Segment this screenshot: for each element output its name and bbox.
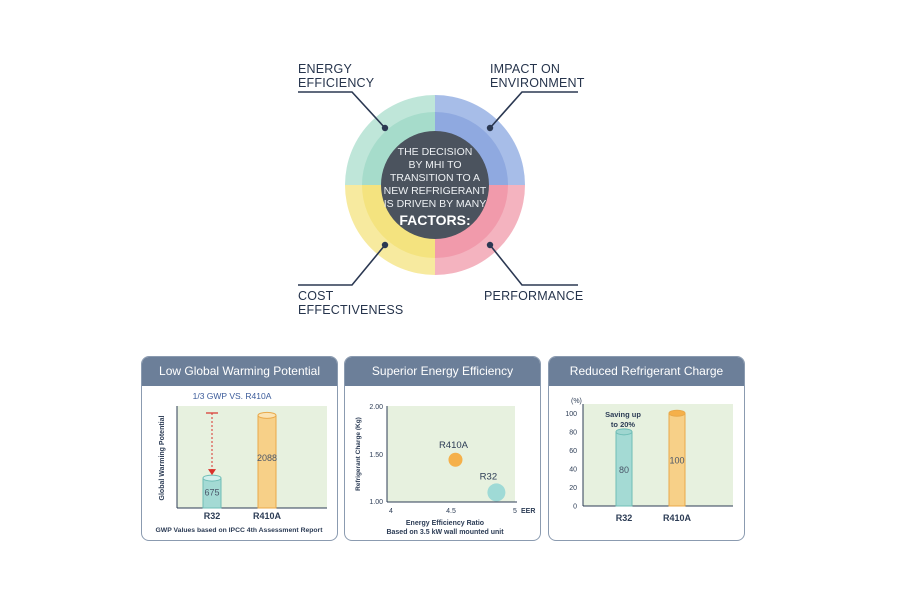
connector-dot [381,241,389,249]
y-tick-label: 60 [569,448,577,455]
bar-value-label: 80 [619,465,629,475]
panel-title: Reduced Refrigerant Charge [549,357,744,386]
chart-subtitle: Based on 3.5 kW wall mounted unit [386,529,504,536]
y-tick-label: 20 [569,485,577,492]
chart-annotation: Saving up [605,410,641,419]
reduction-arrow-head [208,469,216,476]
y-axis-unit: (%) [571,398,582,405]
y-tick-label: 80 [569,429,577,436]
wheel-center-text: THE DECISION BY MHI TO TRANSITION TO A N… [380,146,490,227]
factor-energy-efficiency: ENERGY EFFICIENCY [298,62,375,90]
y-tick-label: 100 [565,411,577,418]
connector-cost [298,244,386,286]
panel-title: Superior Energy Efficiency [345,357,540,386]
connector-dot [486,124,494,132]
x-tick-label: R410A [663,513,692,523]
y-tick-label: 2.00 [369,404,383,411]
bar-value-label: 100 [669,456,684,466]
bar-cap [615,428,633,436]
factor-performance: PERFORMANCE [484,289,584,303]
x-tick-label: 5 [513,508,517,515]
connector-environment [489,91,578,129]
plot-background [583,404,733,506]
y-tick-label: 40 [569,466,577,473]
y-axis-label: Global Warming Potential [159,415,166,500]
x-tick-label: 4 [389,508,393,515]
y-tick-label: 1.50 [369,452,383,459]
panel-title: Low Global Warming Potential [142,357,337,386]
connector-dot [486,241,494,249]
x-axis-suffix: EER [521,508,535,515]
bar-cap [202,474,222,482]
plot-background [177,406,327,508]
chart-footnote: GWP Values based on IPCC 4th Assessment … [156,527,324,534]
x-tick-label: R410A [253,511,282,521]
panel-eer: Superior Energy Efficiency Refrigerant C… [344,356,541,541]
center-line: BY MHI TO [408,159,462,171]
y-tick-label: 1.00 [369,499,383,506]
center-line: THE DECISION [397,146,473,158]
point-r410a [448,452,463,467]
center-line: TRANSITION TO A [389,172,481,184]
panel-charge: Reduced Refrigerant Charge (%) 0 20 40 60 80… [548,356,745,541]
wheel-center [381,131,489,239]
panel-gwp: Low Global Warming Potential 1/3 GWP VS.… [141,356,338,541]
factor-cost-effectiveness: COST EFFECTIVENESS [298,289,404,317]
bar-value-label: 675 [204,488,219,498]
center-line: IS DRIVEN BY MANY [383,198,487,210]
eer-chart: Refrigerant Charge (Kg) 2.00 1.50 1.00 4… [355,404,535,536]
point-label: R32 [480,471,497,482]
factor-wheel [345,95,525,275]
gwp-chart: 1/3 GWP VS. R410A Global Warming Potenti… [156,391,327,534]
connector-performance [489,244,578,286]
connector-energy [298,91,386,129]
center-line: NEW REFRIGERANT [383,185,487,197]
x-tick-label: R32 [204,511,221,521]
center-emphasis: FACTORS: [399,212,471,228]
chart-annotation: 1/3 GWP VS. R410A [193,391,272,401]
y-tick-label: 0 [573,504,577,511]
y-axis-label: Refrigerant Charge (Kg) [355,417,362,491]
point-r32 [487,483,506,502]
bar-value-label: 2088 [257,453,277,463]
connector-dot [381,124,389,132]
x-axis-label: Energy Efficiency Ratio [406,520,484,527]
x-tick-label: 4.5 [446,508,456,515]
bar-cap [257,411,277,419]
bar-cap [668,409,686,417]
point-label: R410A [439,440,469,451]
factor-impact-on-environment: IMPACT ON ENVIRONMENT [490,62,585,90]
x-tick-label: R32 [616,513,633,523]
chart-annotation: to 20% [611,420,636,429]
